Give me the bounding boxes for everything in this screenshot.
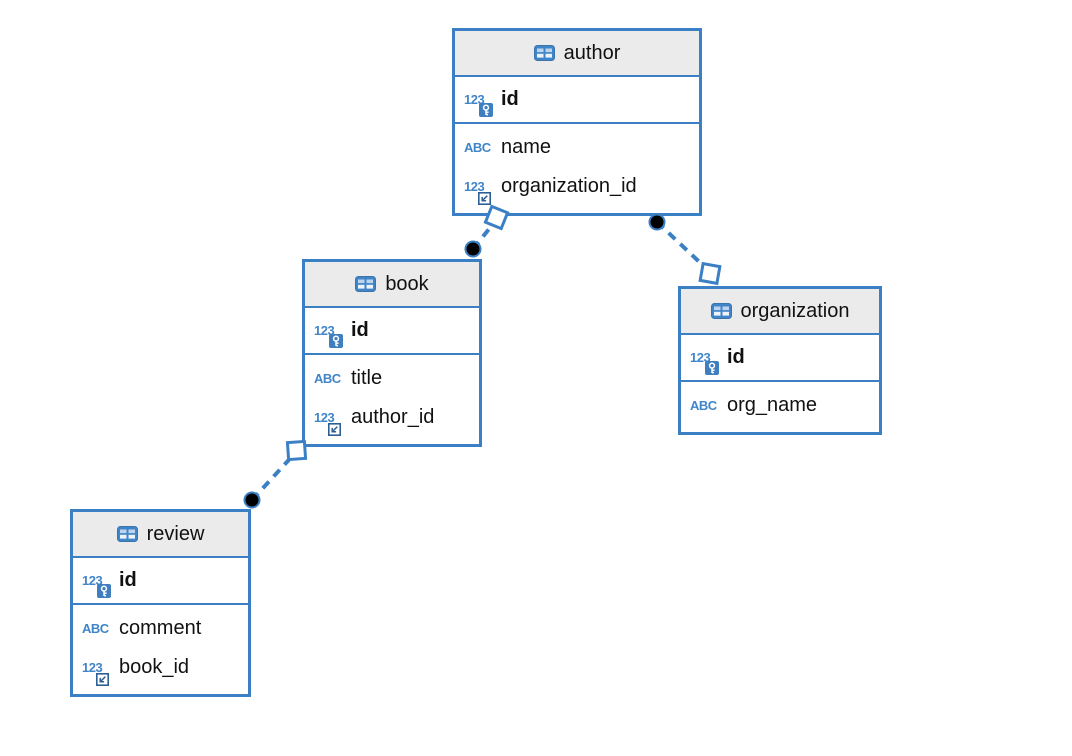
numeric-type-icon: 123 <box>82 655 112 686</box>
column-row[interactable]: ABC org_name <box>681 386 879 425</box>
attributes-section: ABC org_name <box>681 382 879 432</box>
numeric-type-icon: 123 <box>82 568 112 598</box>
column-name: author_id <box>351 406 435 428</box>
table-icon <box>116 526 138 542</box>
text-type-icon: ABC <box>82 621 109 636</box>
entity-organization-header[interactable]: organization <box>681 289 879 335</box>
attributes-section: ABC comment 123 book_id <box>73 605 248 694</box>
text-type-icon: ABC <box>690 398 717 413</box>
column-row[interactable]: 123 author_id <box>305 398 479 437</box>
column-row[interactable]: 123 book_id <box>73 648 248 687</box>
entity-book-header[interactable]: book <box>305 262 479 308</box>
column-name: title <box>351 367 383 389</box>
column-row[interactable]: 123 id <box>455 77 699 122</box>
text-type-icon: ABC <box>314 371 341 386</box>
column-name: org_name <box>727 394 818 416</box>
column-row[interactable]: ABC title <box>305 359 479 398</box>
primary-key-icon <box>705 360 719 375</box>
column-row[interactable]: ABC name <box>455 128 699 167</box>
entity-author[interactable]: author 123 id ABC name <box>452 28 702 216</box>
entity-book[interactable]: book 123 id ABC title <box>302 259 482 447</box>
column-name: organization_id <box>501 175 637 197</box>
column-name: id <box>119 569 137 591</box>
primary-key-section: 123 id <box>73 558 248 605</box>
primary-key-section: 123 id <box>455 77 699 124</box>
foreign-key-icon <box>96 672 109 686</box>
entity-author-header[interactable]: author <box>455 31 699 77</box>
foreign-key-icon <box>328 422 341 436</box>
filled-dot-marker <box>648 213 666 231</box>
relationship-review-book[interactable] <box>243 439 308 509</box>
attributes-section: ABC title 123 author_id <box>305 355 479 444</box>
column-name: id <box>727 346 745 368</box>
numeric-type-icon: 123 <box>464 87 494 117</box>
column-name: comment <box>119 617 202 639</box>
primary-key-section: 123 id <box>681 335 879 382</box>
primary-key-section: 123 id <box>305 308 479 355</box>
primary-key-icon <box>97 583 111 598</box>
foreign-key-icon <box>478 191 491 205</box>
entity-review[interactable]: review 123 id ABC comment <box>70 509 251 697</box>
primary-key-icon <box>329 333 343 348</box>
filled-dot-marker <box>243 491 261 509</box>
table-icon <box>533 45 555 61</box>
open-square-marker <box>698 261 722 286</box>
numeric-type-icon: 123 <box>690 345 720 375</box>
numeric-type-icon: 123 <box>464 174 494 205</box>
column-name: name <box>501 136 552 158</box>
entity-title: author <box>563 41 621 64</box>
relationship-author-organization[interactable] <box>648 213 722 286</box>
numeric-type-icon: 123 <box>314 318 344 348</box>
column-name: id <box>501 88 519 110</box>
column-row[interactable]: 123 id <box>305 308 479 353</box>
text-type-icon: ABC <box>464 140 491 155</box>
entity-title: book <box>385 272 429 295</box>
attributes-section: ABC name 123 organization_id <box>455 124 699 213</box>
primary-key-icon <box>479 102 493 117</box>
filled-dot-marker <box>464 240 482 258</box>
column-name: id <box>351 319 369 341</box>
column-row[interactable]: 123 id <box>681 335 879 380</box>
table-icon <box>355 276 377 292</box>
numeric-type-icon: 123 <box>314 405 344 436</box>
entity-review-header[interactable]: review <box>73 512 248 558</box>
column-name: book_id <box>119 656 190 678</box>
column-row[interactable]: 123 organization_id <box>455 167 699 206</box>
entity-title: organization <box>740 299 850 322</box>
entity-organization[interactable]: organization 123 id ABC org_name <box>678 286 882 435</box>
entity-title: review <box>146 522 205 545</box>
table-icon <box>710 303 732 319</box>
column-row[interactable]: 123 id <box>73 558 248 603</box>
column-row[interactable]: ABC comment <box>73 609 248 648</box>
